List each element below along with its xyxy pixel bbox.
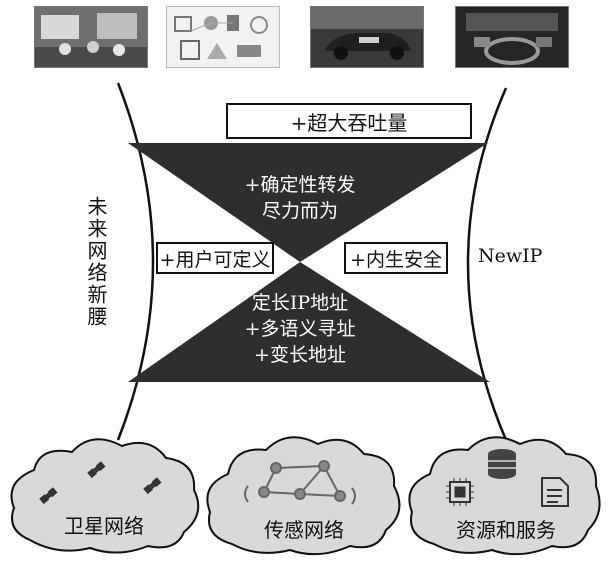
intrinsic-security-label-box: +内生安全	[344, 242, 448, 274]
meeting-photo	[34, 6, 148, 68]
smart-home-collage	[166, 6, 280, 68]
cloud-resources	[408, 436, 601, 556]
database-icon	[488, 449, 516, 479]
cloud-satellite	[10, 438, 200, 554]
left-side-label: 未来网络新腰	[84, 196, 108, 328]
throughput-label-box: +超大吞吐量	[226, 103, 472, 139]
lower-triangle-text: 定长IP地址 +多语义寻址 +变长地址	[200, 290, 400, 368]
upper-triangle-text: +确定性转发 尽力而为	[200, 172, 400, 224]
document-icon	[541, 477, 569, 507]
user-defined-label-box: +用户可定义	[156, 242, 274, 274]
throughput-label: +超大吞吐量	[290, 110, 408, 135]
user-defined-label: +用户可定义	[159, 248, 271, 271]
chip-icon	[446, 478, 474, 506]
cloud-resources-label: 资源和服务	[456, 518, 556, 542]
intrinsic-security-label: +内生安全	[350, 248, 442, 271]
right-side-label: NewIP	[478, 245, 543, 267]
left-boundary-curve	[116, 82, 155, 441]
lower-triangle-line2: +多语义寻址	[244, 318, 356, 340]
upper-triangle-line1: +确定性转发	[244, 174, 356, 196]
cloud-satellite-label: 卫星网络	[64, 514, 144, 538]
resources-services-icon	[446, 449, 569, 507]
lower-triangle-line1: 定长IP地址	[251, 292, 349, 314]
lower-triangle	[128, 262, 490, 382]
sensor-network-icon	[244, 460, 356, 505]
vehicle-photo	[310, 6, 424, 68]
right-boundary-curve	[466, 87, 508, 441]
satellite-icon	[39, 461, 162, 505]
upper-triangle	[128, 143, 488, 262]
upper-triangle-line2: 尽力而为	[261, 200, 338, 222]
lower-triangle-line3: +变长地址	[254, 344, 346, 366]
cloud-sensor-label: 传感网络	[264, 518, 344, 542]
car-interior-photo	[455, 6, 569, 68]
